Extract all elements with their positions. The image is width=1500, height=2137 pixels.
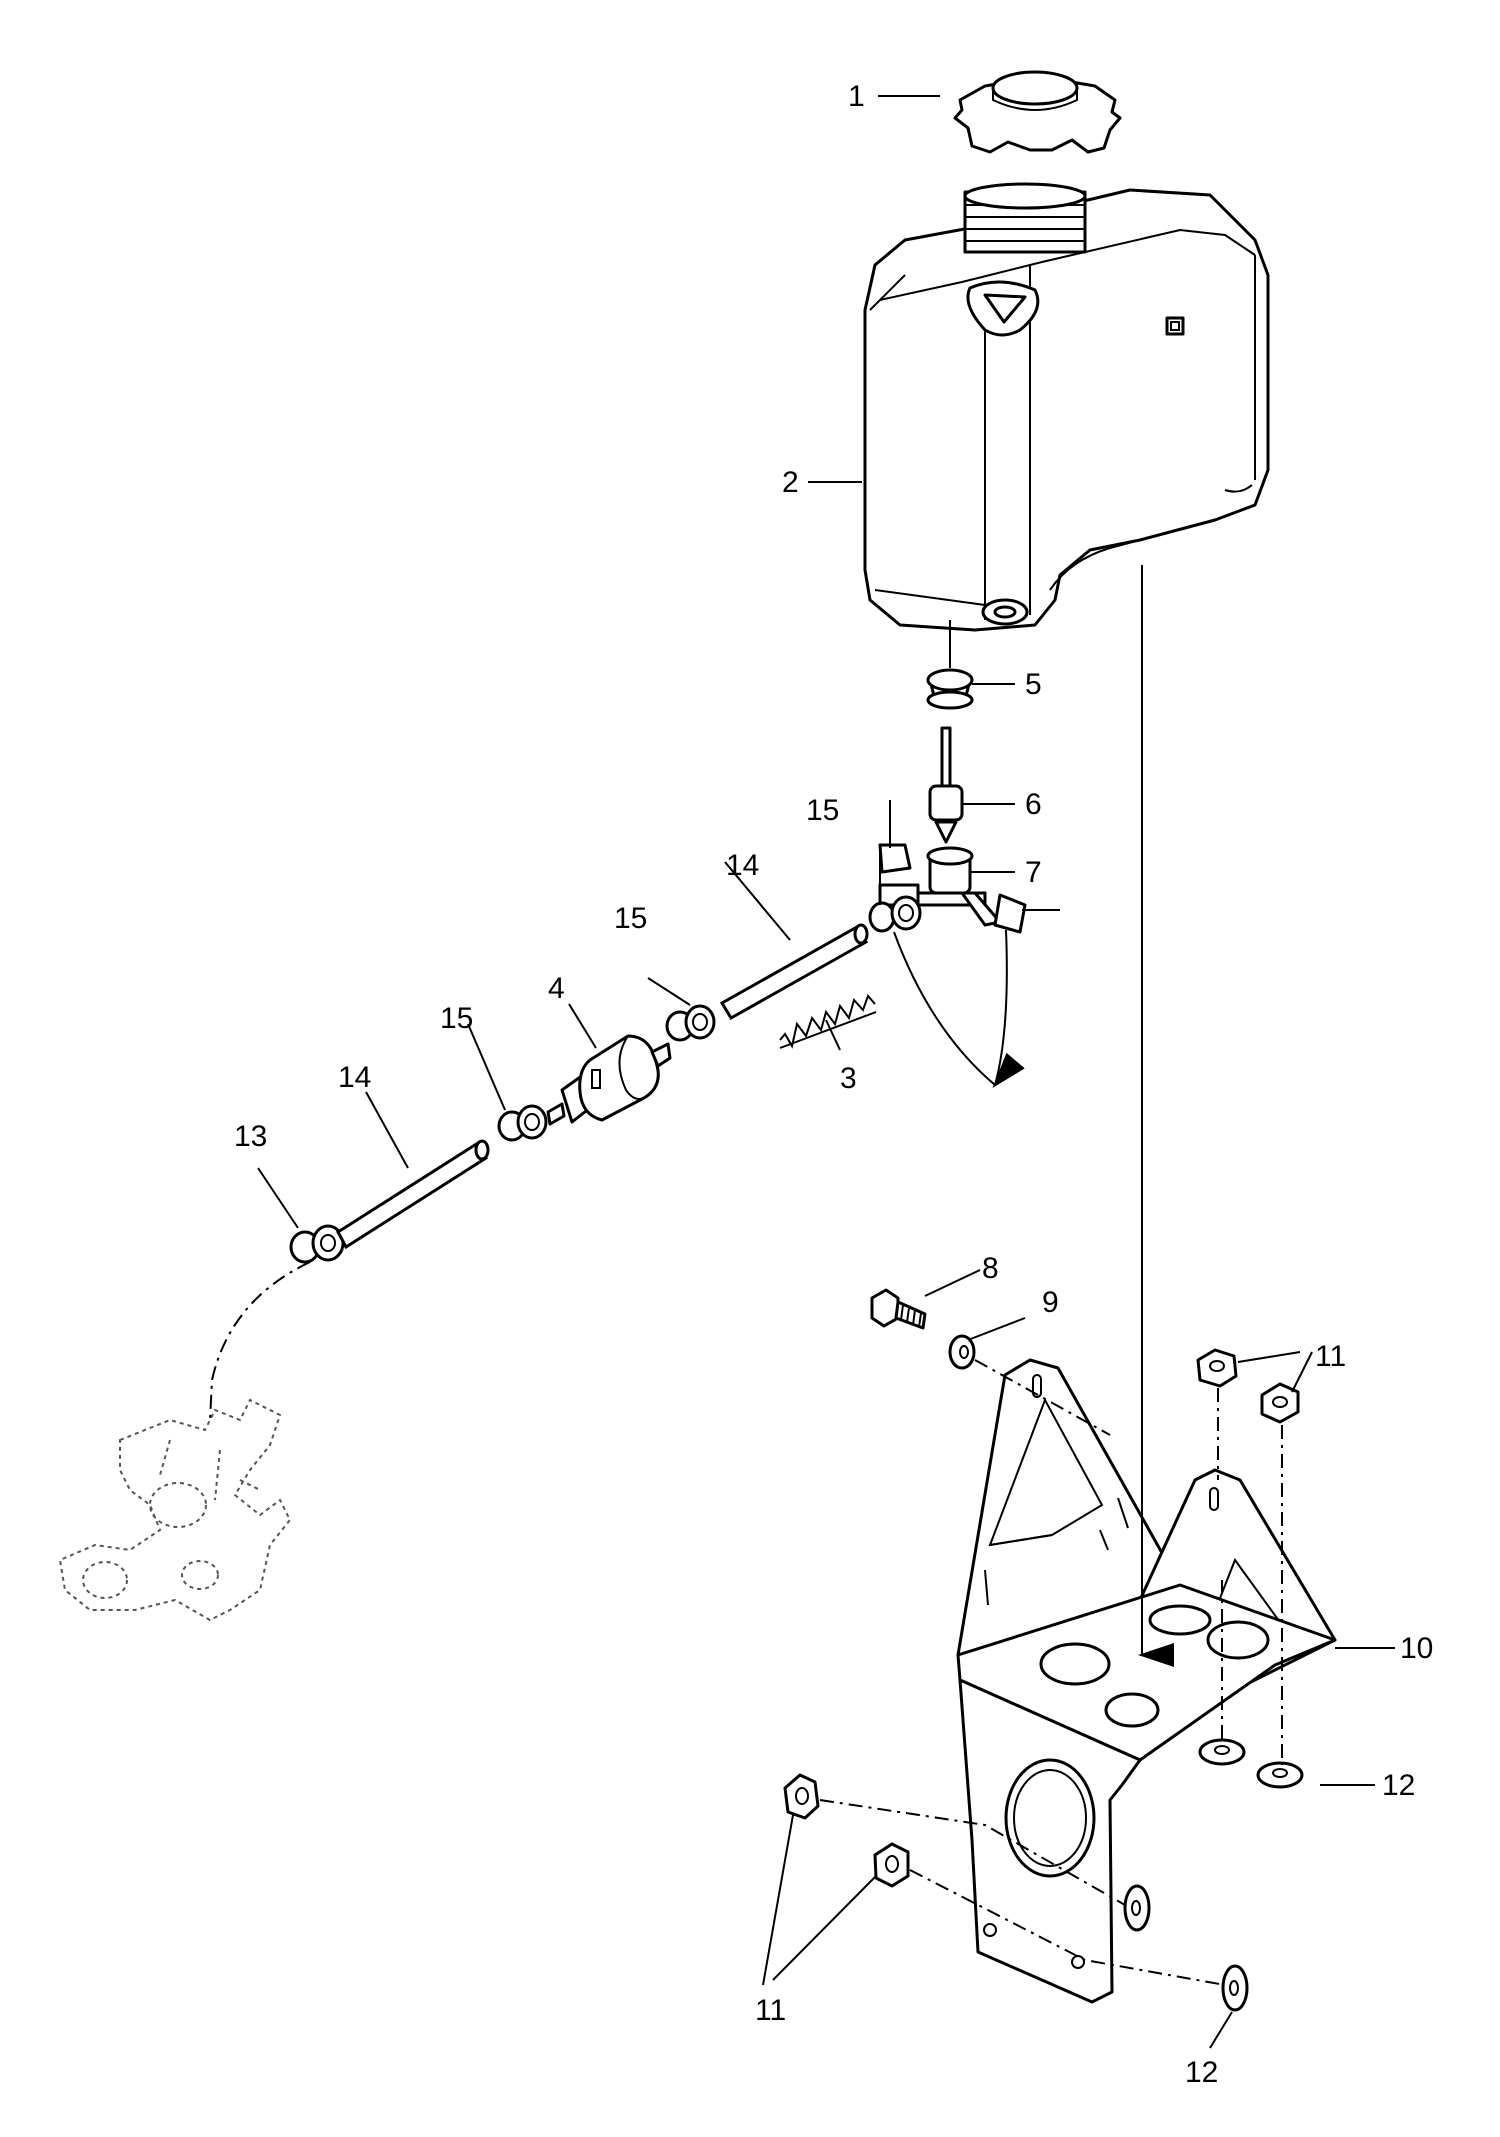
hex-nut-bottom-2 <box>873 1842 910 1888</box>
spring <box>779 994 877 1049</box>
mounting-bolt <box>870 1288 927 1330</box>
callout-11-bottom: 11 <box>755 1994 786 2027</box>
callout-10: 10 <box>1400 1632 1433 1665</box>
callout-9: 9 <box>1042 1286 1059 1319</box>
callout-4: 4 <box>548 972 565 1005</box>
fuel-hose-upper <box>719 923 869 1021</box>
callout-8: 8 <box>982 1252 999 1285</box>
carburetor-reference-ghost <box>58 1398 292 1622</box>
callout-labels: 1 2 3 4 5 6 7 8 9 10 11 11 12 12 13 14 1… <box>234 80 1433 2089</box>
fuel-shutoff-valve <box>878 843 1027 934</box>
washer-front-2 <box>1221 1964 1249 2012</box>
leader-lines <box>257 95 1395 2049</box>
hose-clamp-middle <box>665 1004 716 1042</box>
fuel-tank <box>863 182 1270 632</box>
callout-11-top: 11 <box>1315 1340 1346 1373</box>
hose-clamp-upper <box>868 895 922 933</box>
tank-grommet <box>926 668 974 710</box>
callout-3: 3 <box>840 1062 857 1095</box>
callout-14-lower: 14 <box>338 1061 371 1094</box>
washer-right-1 <box>1198 1738 1246 1766</box>
fuel-pickup <box>928 726 964 844</box>
callout-5: 5 <box>1025 668 1042 701</box>
tank-mounting-bracket <box>956 1358 1337 2004</box>
callout-6: 6 <box>1025 788 1042 821</box>
assembly-lines <box>209 565 1283 1986</box>
hex-nut-bottom-1 <box>783 1773 820 1820</box>
callout-15-upper: 15 <box>806 794 839 827</box>
hex-nut-top-2 <box>1260 1382 1300 1424</box>
callout-15-lower: 15 <box>440 1002 473 1035</box>
callout-12-bottom: 12 <box>1185 2056 1218 2089</box>
inline-fuel-filter <box>546 1034 672 1126</box>
fuel-cap <box>953 70 1122 154</box>
callout-13: 13 <box>234 1120 267 1153</box>
callout-12-right: 12 <box>1382 1769 1415 1802</box>
washer-right-2 <box>1256 1761 1304 1789</box>
fuel-hose-lower <box>336 1139 490 1250</box>
callout-14-upper: 14 <box>726 849 759 882</box>
hex-nut-top-1 <box>1196 1348 1238 1388</box>
hose-clamp-13 <box>289 1224 345 1264</box>
callout-15-middle: 15 <box>614 902 647 935</box>
washer-front-1 <box>1123 1884 1151 1932</box>
hose-clamp-lower <box>497 1104 548 1142</box>
callout-1: 1 <box>848 80 865 113</box>
callout-2: 2 <box>782 466 799 499</box>
callout-7: 7 <box>1025 856 1042 889</box>
bolt-washer <box>948 1334 976 1370</box>
